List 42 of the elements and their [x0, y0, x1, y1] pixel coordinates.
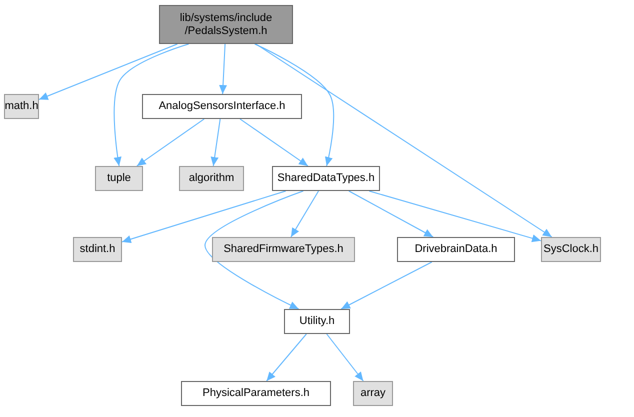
arrow — [266, 334, 307, 382]
arrow — [204, 190, 304, 310]
file-name: SharedFirmwareTypes.h — [224, 243, 344, 256]
arrow — [326, 334, 364, 382]
file-name: lib/systems/include /PedalsSystem.h — [178, 12, 274, 38]
file-box — [181, 381, 331, 406]
arrow — [254, 44, 334, 166]
file-box — [159, 5, 293, 44]
file-name: SharedDataTypes.h — [277, 172, 375, 185]
file-name: tuple — [107, 172, 131, 185]
file-box — [284, 309, 350, 334]
arrow — [348, 190, 434, 238]
arrow — [290, 190, 320, 238]
file-box — [95, 166, 143, 191]
arrow — [114, 44, 190, 166]
arrow — [122, 190, 286, 244]
file-name: SysClock.h — [543, 243, 599, 256]
file-name: DrivebrainData.h — [414, 243, 498, 256]
arrow — [219, 44, 228, 94]
arrow — [210, 118, 221, 166]
file-box — [272, 166, 380, 191]
arrow — [340, 262, 432, 310]
file-name: Utility.h — [299, 315, 335, 328]
file-name: array — [360, 387, 386, 400]
arrow — [136, 118, 205, 166]
arrow — [38, 44, 178, 100]
arrow — [255, 44, 552, 238]
file-box — [73, 237, 122, 262]
file-name: math.h — [4, 100, 38, 113]
file-box — [142, 94, 302, 119]
file-box — [179, 166, 244, 191]
file-box — [4, 94, 39, 119]
arrow — [368, 190, 542, 242]
file-name: PhysicalParameters.h — [202, 387, 310, 400]
file-name: AnalogSensorsInterface.h — [158, 100, 286, 113]
file-name: stdint.h — [80, 243, 116, 256]
file-box — [353, 381, 393, 406]
arrow — [240, 118, 308, 166]
file-box — [212, 237, 355, 262]
file-name: algorithm — [188, 172, 234, 185]
file-box — [541, 237, 601, 262]
file-box — [397, 237, 515, 262]
